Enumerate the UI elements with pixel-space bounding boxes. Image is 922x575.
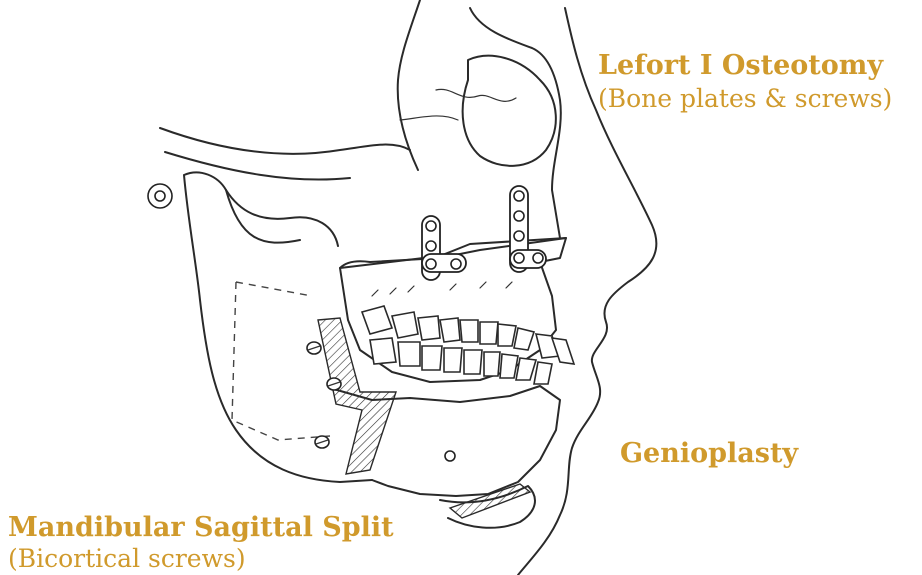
- genioplasty-label: Genioplasty: [620, 440, 798, 467]
- mandibular-title-label: Mandibular Sagittal Split: [8, 514, 394, 541]
- frontal-bone-outline: [398, 0, 561, 238]
- mandibular-subtitle-label: (Bicortical screws): [8, 546, 246, 571]
- orbit-outline: [463, 56, 556, 166]
- genioplasty-segment: [450, 484, 530, 518]
- mandible-ramus-outline: [184, 172, 372, 482]
- lefort-subtitle-label: (Bone plates & screws): [598, 86, 892, 111]
- lefort-title-label: Lefort I Osteotomy: [598, 52, 883, 79]
- nerve-canal-dashed: [232, 282, 330, 440]
- bone-plate-right: [510, 186, 546, 272]
